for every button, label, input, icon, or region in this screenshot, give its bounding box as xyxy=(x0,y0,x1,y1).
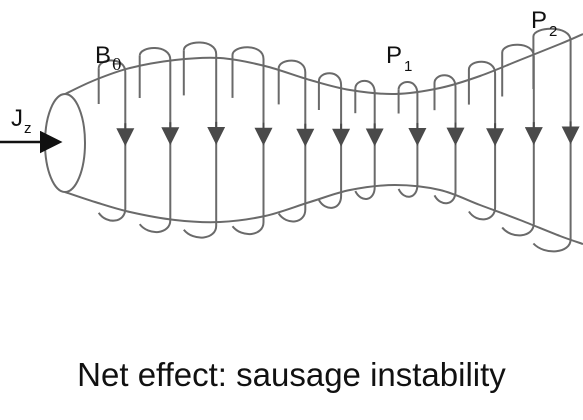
field-loop xyxy=(317,72,343,209)
field-loop xyxy=(231,46,265,235)
point-2-label-sub: 2 xyxy=(549,23,558,40)
b-field-label: Bθ xyxy=(95,42,122,73)
magnetic-field-loops xyxy=(97,27,580,253)
field-loop xyxy=(397,81,419,198)
field-loop xyxy=(138,47,172,233)
point-1-label-main: P xyxy=(386,42,403,69)
field-loop xyxy=(354,79,376,200)
field-loop xyxy=(467,60,497,221)
current-label-sub: z xyxy=(24,120,32,137)
column-bottom-boundary xyxy=(64,183,583,245)
b-field-label-main: B xyxy=(95,42,112,69)
column-top-boundary xyxy=(64,33,583,96)
current-label-main: J xyxy=(11,105,23,132)
field-loop xyxy=(532,27,572,253)
plasma-column-diagram xyxy=(0,27,583,253)
field-loop xyxy=(277,59,307,223)
current-label: Jz xyxy=(11,105,32,137)
field-loop xyxy=(501,43,535,237)
b-field-label-sub: θ xyxy=(112,55,122,74)
field-loop xyxy=(433,74,457,205)
point-1-label-sub: 1 xyxy=(404,58,413,75)
figure-caption: Net effect: sausage instability xyxy=(77,356,506,393)
field-loop xyxy=(182,41,218,239)
field-loop xyxy=(97,59,127,222)
point-2-label-main: P xyxy=(531,7,548,34)
